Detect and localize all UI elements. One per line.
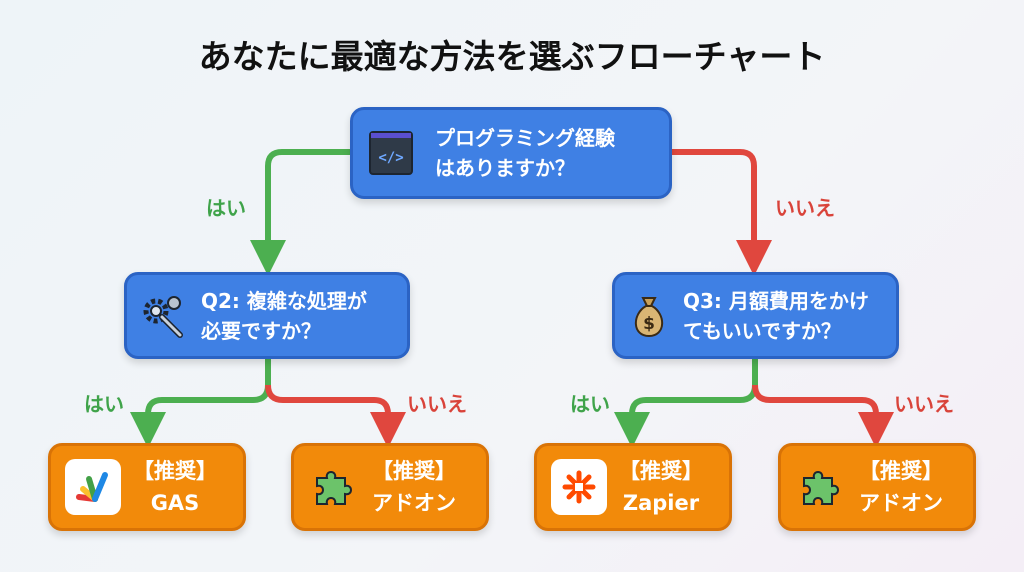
result-addon: 【推奨】 アドオン <box>778 443 976 531</box>
yes-label: はい <box>570 392 610 416</box>
money-bag-icon: $ <box>629 293 669 339</box>
question-complex-processing: Q2: 複雑な処理が 必要ですか？ <box>124 272 410 359</box>
puzzle-piece-icon <box>799 465 843 509</box>
q2-no-connector <box>265 384 406 448</box>
page-title: あなたに最適な方法を選ぶフローチャート <box>198 37 826 76</box>
zapier-icon <box>551 459 607 515</box>
question-line-2: はありますか？ <box>435 156 575 180</box>
result-tag: 【推奨】 <box>619 459 703 483</box>
root-no-connector <box>670 149 772 276</box>
no-label: いいえ <box>407 392 467 416</box>
no-label: いいえ <box>775 196 835 220</box>
result-name: アドオン <box>859 491 943 515</box>
result-tag: 【推奨】 <box>372 459 456 483</box>
puzzle-piece-icon <box>312 465 356 509</box>
question-line-1: Q3: 月額費用をかけ <box>683 288 869 313</box>
question-programming-experience: </> プログラミング経験 はありますか？ <box>350 107 672 199</box>
result-addon: 【推奨】 アドオン <box>291 443 489 531</box>
q3-yes-connector <box>614 358 758 448</box>
result-name: GAS <box>150 491 200 515</box>
root-yes-connector <box>250 149 352 276</box>
question-line-1: Q2: 複雑な処理が <box>201 288 367 313</box>
yes-label: はい <box>84 392 124 416</box>
result-tag: 【推奨】 <box>859 459 943 483</box>
yes-label: はい <box>206 196 246 220</box>
apps-script-icon <box>65 459 121 515</box>
result-tag: 【推奨】 <box>133 459 217 483</box>
code-window-icon: </> <box>369 131 413 175</box>
result-zapier: 【推奨】 Zapier <box>534 443 732 531</box>
result-name: Zapier <box>622 491 700 515</box>
q3-no-connector <box>752 384 894 448</box>
question-line-2: 必要ですか？ <box>201 318 321 343</box>
question-line-1: プログラミング経験 <box>435 126 615 150</box>
result-name: アドオン <box>372 491 456 515</box>
svg-text:$: $ <box>643 314 655 334</box>
question-monthly-cost: $ Q3: 月額費用をかけ てもいいですか？ <box>612 272 899 359</box>
question-line-2: てもいいですか？ <box>683 318 841 343</box>
q2-yes-connector <box>130 358 271 448</box>
no-label: いいえ <box>894 392 954 416</box>
result-gas: 【推奨】 GAS <box>48 443 246 531</box>
gears-wrench-icon <box>139 292 187 340</box>
